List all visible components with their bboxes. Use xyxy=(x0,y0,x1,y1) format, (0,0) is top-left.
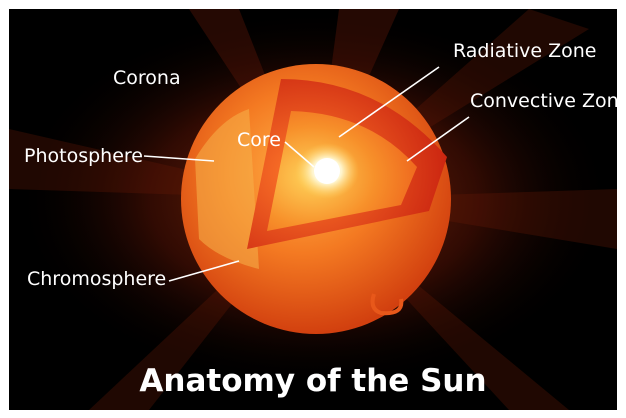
label-photosphere: Photosphere xyxy=(24,145,143,167)
diagram-frame: Corona Photosphere Chromosphere Core Rad… xyxy=(9,9,617,410)
core-center xyxy=(314,158,340,184)
label-chromosphere: Chromosphere xyxy=(27,268,166,290)
sun-diagram: Corona Photosphere Chromosphere Core Rad… xyxy=(9,9,617,410)
label-radiative-zone: Radiative Zone xyxy=(453,40,596,62)
label-convective-zone: Convective Zone xyxy=(470,90,617,112)
label-core: Core xyxy=(237,129,281,151)
diagram-title: Anatomy of the Sun xyxy=(139,363,486,399)
label-corona: Corona xyxy=(113,67,181,89)
